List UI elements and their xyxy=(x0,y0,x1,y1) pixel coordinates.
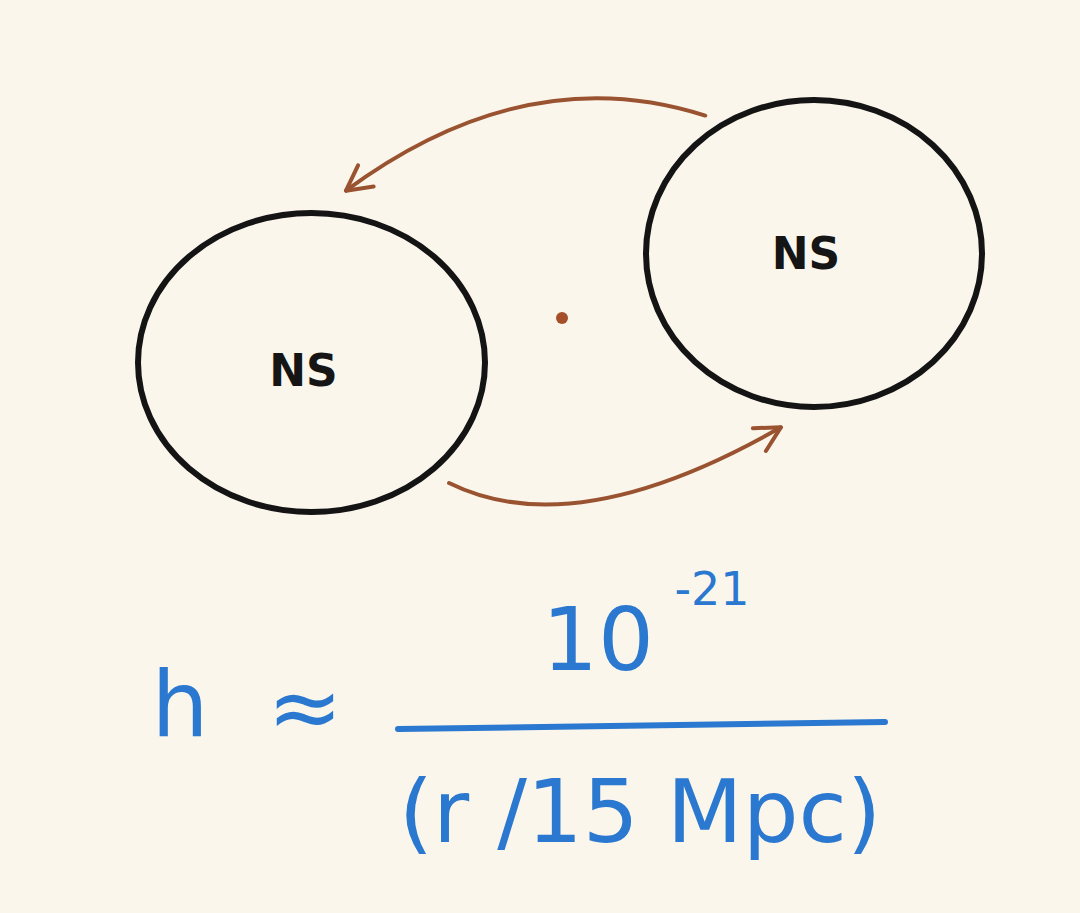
formula-text: -21 xyxy=(652,566,772,612)
center-of-mass-dot xyxy=(556,312,568,324)
orbit-arrow xyxy=(346,98,705,190)
formula-text: h xyxy=(120,660,240,750)
neutron-star-circle: NS xyxy=(643,97,985,410)
neutron-star-circle: NS xyxy=(135,210,488,515)
fraction-bar xyxy=(398,722,885,729)
orbit-arrow xyxy=(449,427,781,504)
formula-text: (r /15 Mpc) xyxy=(340,768,940,856)
formula-text: 10 xyxy=(518,596,678,684)
star-label: NS xyxy=(772,228,841,279)
formula-text: ≈ xyxy=(250,662,360,752)
star-label: NS xyxy=(269,345,338,396)
